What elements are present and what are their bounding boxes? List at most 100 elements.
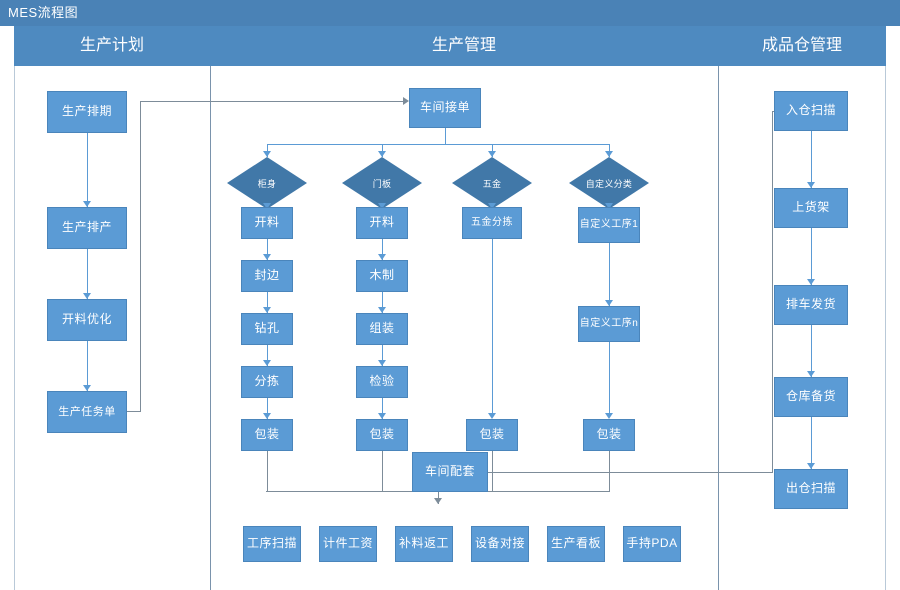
node-production-schedule[interactable]: 生产排期 — [47, 91, 127, 133]
connector-lane2-2-3 — [381, 292, 383, 313]
step-lane1-5[interactable]: 包装 — [241, 419, 293, 451]
node-outbound-scan[interactable]: 出仓扫描 — [774, 469, 848, 509]
connector-kitting-to-inbound-seg2 — [772, 111, 774, 473]
connector-lane2-3-4 — [381, 345, 383, 366]
arrowhead-merge-drop — [434, 498, 442, 504]
step-lane3-2[interactable]: 包装 — [466, 419, 518, 451]
decision-label-custom-category: 自定义分类 — [585, 178, 633, 189]
arrowhead-branch-2 — [378, 151, 386, 157]
page-title: MES流程图 — [0, 0, 900, 26]
step-lane4-1[interactable]: 自定义工序1 — [578, 207, 640, 243]
arrowhead-lane1-2-3 — [263, 307, 271, 313]
arrowhead-d3-step1 — [488, 203, 496, 209]
step-lane2-1[interactable]: 开料 — [356, 207, 408, 239]
connector-plan-1-2 — [86, 133, 88, 207]
step-lane4-2[interactable]: 自定义工序n — [578, 306, 640, 342]
node-workshop-order-intake[interactable]: 车间接单 — [409, 88, 481, 128]
decision-cabinet-body[interactable]: 柜身 — [227, 157, 307, 209]
support-process-scan[interactable]: 工序扫描 — [243, 526, 301, 562]
connector-task-to-workshop-seg3 — [140, 101, 405, 103]
step-lane1-3[interactable]: 钻孔 — [241, 313, 293, 345]
connector-lane2-1-2 — [381, 239, 383, 260]
decision-custom-category[interactable]: 自定义分类 — [569, 157, 649, 209]
node-production-task-order[interactable]: 生产任务单 — [47, 391, 127, 433]
arrowhead-lane3-1-2 — [488, 413, 496, 419]
arrowhead-lane1-3-4 — [263, 360, 271, 366]
decision-label-door-panel: 门板 — [372, 178, 392, 189]
connector-lane4-1-2 — [608, 243, 610, 306]
node-shelving[interactable]: 上货架 — [774, 188, 848, 228]
decision-door-panel[interactable]: 门板 — [342, 157, 422, 209]
flowchart-canvas: 生产排期 生产排产 开料优化 生产任务单 车间接单 柜身 — [14, 66, 886, 590]
arrowhead-plan-2-3 — [83, 293, 91, 299]
arrowhead-branch-4 — [605, 151, 613, 157]
arrowhead-lane2-3-4 — [378, 360, 386, 366]
connector-merge-lane4 — [608, 451, 610, 492]
support-equipment-integration[interactable]: 设备对接 — [471, 526, 529, 562]
connector-fanout-branch-1 — [266, 144, 268, 157]
support-handheld-pda[interactable]: 手持PDA — [623, 526, 681, 562]
column-divider-left — [210, 66, 211, 590]
column-header-band: 生产计划 生产管理 成品仓管理 — [14, 26, 886, 66]
connector-wh-3-4 — [810, 325, 812, 377]
connector-fanout-branch-3 — [491, 144, 493, 157]
step-lane2-3[interactable]: 组装 — [356, 313, 408, 345]
step-lane1-2[interactable]: 封边 — [241, 260, 293, 292]
connector-wh-1-2 — [810, 131, 812, 188]
arrowhead-lane2-1-2 — [378, 254, 386, 260]
column-header-production-plan: 生产计划 — [79, 37, 144, 54]
support-piece-rate-wage[interactable]: 计件工资 — [319, 526, 377, 562]
connector-lane4-2-3 — [608, 342, 610, 413]
support-production-dashboard[interactable]: 生产看板 — [547, 526, 605, 562]
arrowhead-lane4-1-2 — [605, 300, 613, 306]
arrowhead-d1-step1 — [263, 203, 271, 209]
step-lane1-4[interactable]: 分拣 — [241, 366, 293, 398]
arrowhead-plan-3-4 — [83, 385, 91, 391]
connector-merge-lane2 — [381, 451, 383, 492]
arrowhead-lane1-1-2 — [263, 254, 271, 260]
arrowhead-lane2-4-5 — [378, 413, 386, 419]
arrowhead-d4-step1 — [605, 203, 613, 209]
decision-label-hardware: 五金 — [482, 178, 502, 189]
arrowhead-wh-1-2 — [807, 182, 815, 188]
connector-fanout-branch-2 — [381, 144, 383, 157]
connector-task-to-workshop-seg1 — [127, 411, 141, 413]
connector-lane3-1-2 — [491, 239, 493, 413]
step-lane2-5[interactable]: 包装 — [356, 419, 408, 451]
arrowhead-d2-step1 — [378, 203, 386, 209]
node-cutting-optimization[interactable]: 开料优化 — [47, 299, 127, 341]
step-lane3-1[interactable]: 五金分拣 — [462, 207, 522, 239]
column-header-warehouse-management: 成品仓管理 — [761, 37, 842, 54]
decision-hardware[interactable]: 五金 — [452, 157, 532, 209]
step-lane2-4[interactable]: 检验 — [356, 366, 408, 398]
node-workshop-kitting[interactable]: 车间配套 — [412, 452, 488, 492]
decision-label-cabinet-body: 柜身 — [257, 178, 277, 189]
arrowhead-branch-1 — [263, 151, 271, 157]
arrowhead-plan-1-2 — [83, 201, 91, 207]
support-material-rework[interactable]: 补料返工 — [395, 526, 453, 562]
step-lane2-2[interactable]: 木制 — [356, 260, 408, 292]
arrowhead-wh-3-4 — [807, 371, 815, 377]
node-dispatch-shipping[interactable]: 排车发货 — [774, 285, 848, 325]
connector-task-to-workshop-seg2 — [140, 101, 142, 412]
arrowhead-wh-4-5 — [807, 463, 815, 469]
connector-fanout-bus — [267, 144, 609, 146]
arrowhead-lane4-2-3 — [605, 413, 613, 419]
connector-merge-lane3 — [491, 451, 493, 492]
connector-fanout-drop — [444, 128, 446, 145]
connector-wh-2-3 — [810, 228, 812, 285]
connector-kitting-to-inbound-seg1 — [488, 472, 773, 474]
connector-merge-lane1 — [266, 451, 268, 492]
node-warehouse-picking[interactable]: 仓库备货 — [774, 377, 848, 417]
arrowhead-task-to-workshop — [403, 97, 409, 105]
column-divider-right — [718, 66, 719, 590]
connector-plan-3-4 — [86, 341, 88, 391]
node-inbound-scan[interactable]: 入仓扫描 — [774, 91, 848, 131]
connector-lane1-1-2 — [266, 239, 268, 260]
connector-lane1-2-3 — [266, 292, 268, 313]
connector-plan-2-3 — [86, 249, 88, 299]
node-production-scheduling[interactable]: 生产排产 — [47, 207, 127, 249]
column-header-production-management: 生产管理 — [431, 37, 496, 54]
step-lane4-3[interactable]: 包装 — [583, 419, 635, 451]
step-lane1-1[interactable]: 开料 — [241, 207, 293, 239]
